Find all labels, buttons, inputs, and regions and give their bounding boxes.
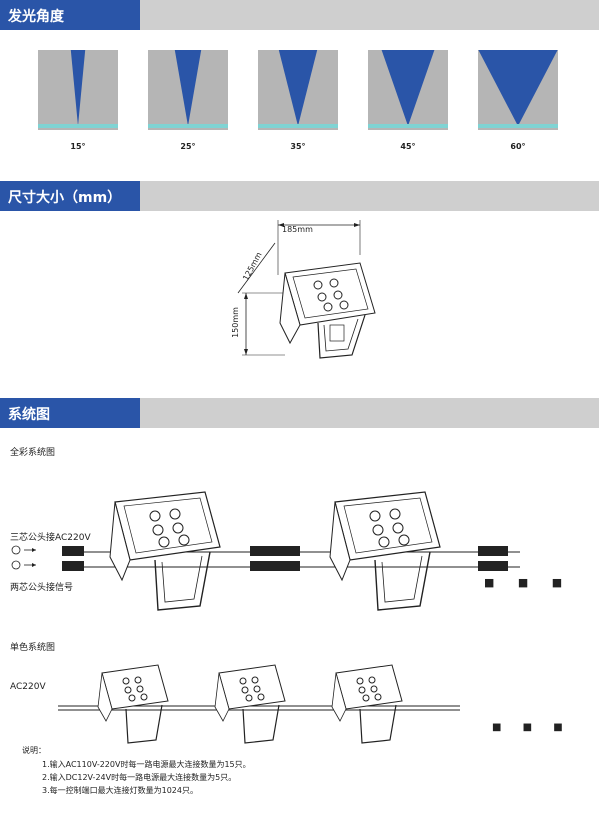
single-color-diagram [58,664,460,744]
continuation-dots: ■ ■ ■ [484,576,573,589]
continuation-dots: ■ ■ ■ [492,722,572,733]
section-title: 尺寸大小（mm） [8,190,122,206]
section-title: 发光角度 [8,9,64,25]
beam-angle-panel [258,50,338,130]
flood-light-icon [279,262,376,359]
section-header-system: 系统图 [0,398,599,428]
section-header-size: 尺寸大小（mm） [0,181,599,211]
full-color-diagram [11,491,520,611]
dimension-drawing [237,220,376,359]
section-title: 系统图 [8,407,50,423]
three-core-label: 三芯公头接AC220V [10,533,91,543]
section-tab: 系统图 [0,398,140,428]
section-tab: 发光角度 [0,0,140,30]
height-dimension: 150mm [230,307,240,338]
beam-angle-panel [38,50,118,130]
section-tab: 尺寸大小（mm） [0,181,140,211]
beam-angle-panel [368,50,448,130]
power-label: AC220V [10,682,46,692]
two-core-label: 两芯公头接信号 [10,583,74,593]
beam-angle-panel [148,50,228,130]
single-color-title: 单色系统图 [10,643,56,653]
width-dimension: 185mm [282,225,313,234]
note-item: 3.每一控制端口最大连接灯数量为1024只。 [42,786,198,795]
notes-title: 说明： [22,746,46,755]
beam-angle-label: 25° [180,142,196,151]
section-header-beam: 发光角度 [0,0,599,30]
beam-angle-label: 60° [510,142,526,151]
full-color-title: 全彩系统图 [10,448,56,458]
note-item: 1.输入AC110V-220V时每一路电源最大连接数量为15只。 [42,760,251,769]
beam-angle-label: 15° [70,142,86,151]
beam-angle-label: 45° [400,142,416,151]
beam-angle-panel [478,50,558,130]
note-item: 2.输入DC12V-24V时每一路电源最大连接数量为5只。 [42,773,237,782]
beam-angle-label: 35° [290,142,306,151]
